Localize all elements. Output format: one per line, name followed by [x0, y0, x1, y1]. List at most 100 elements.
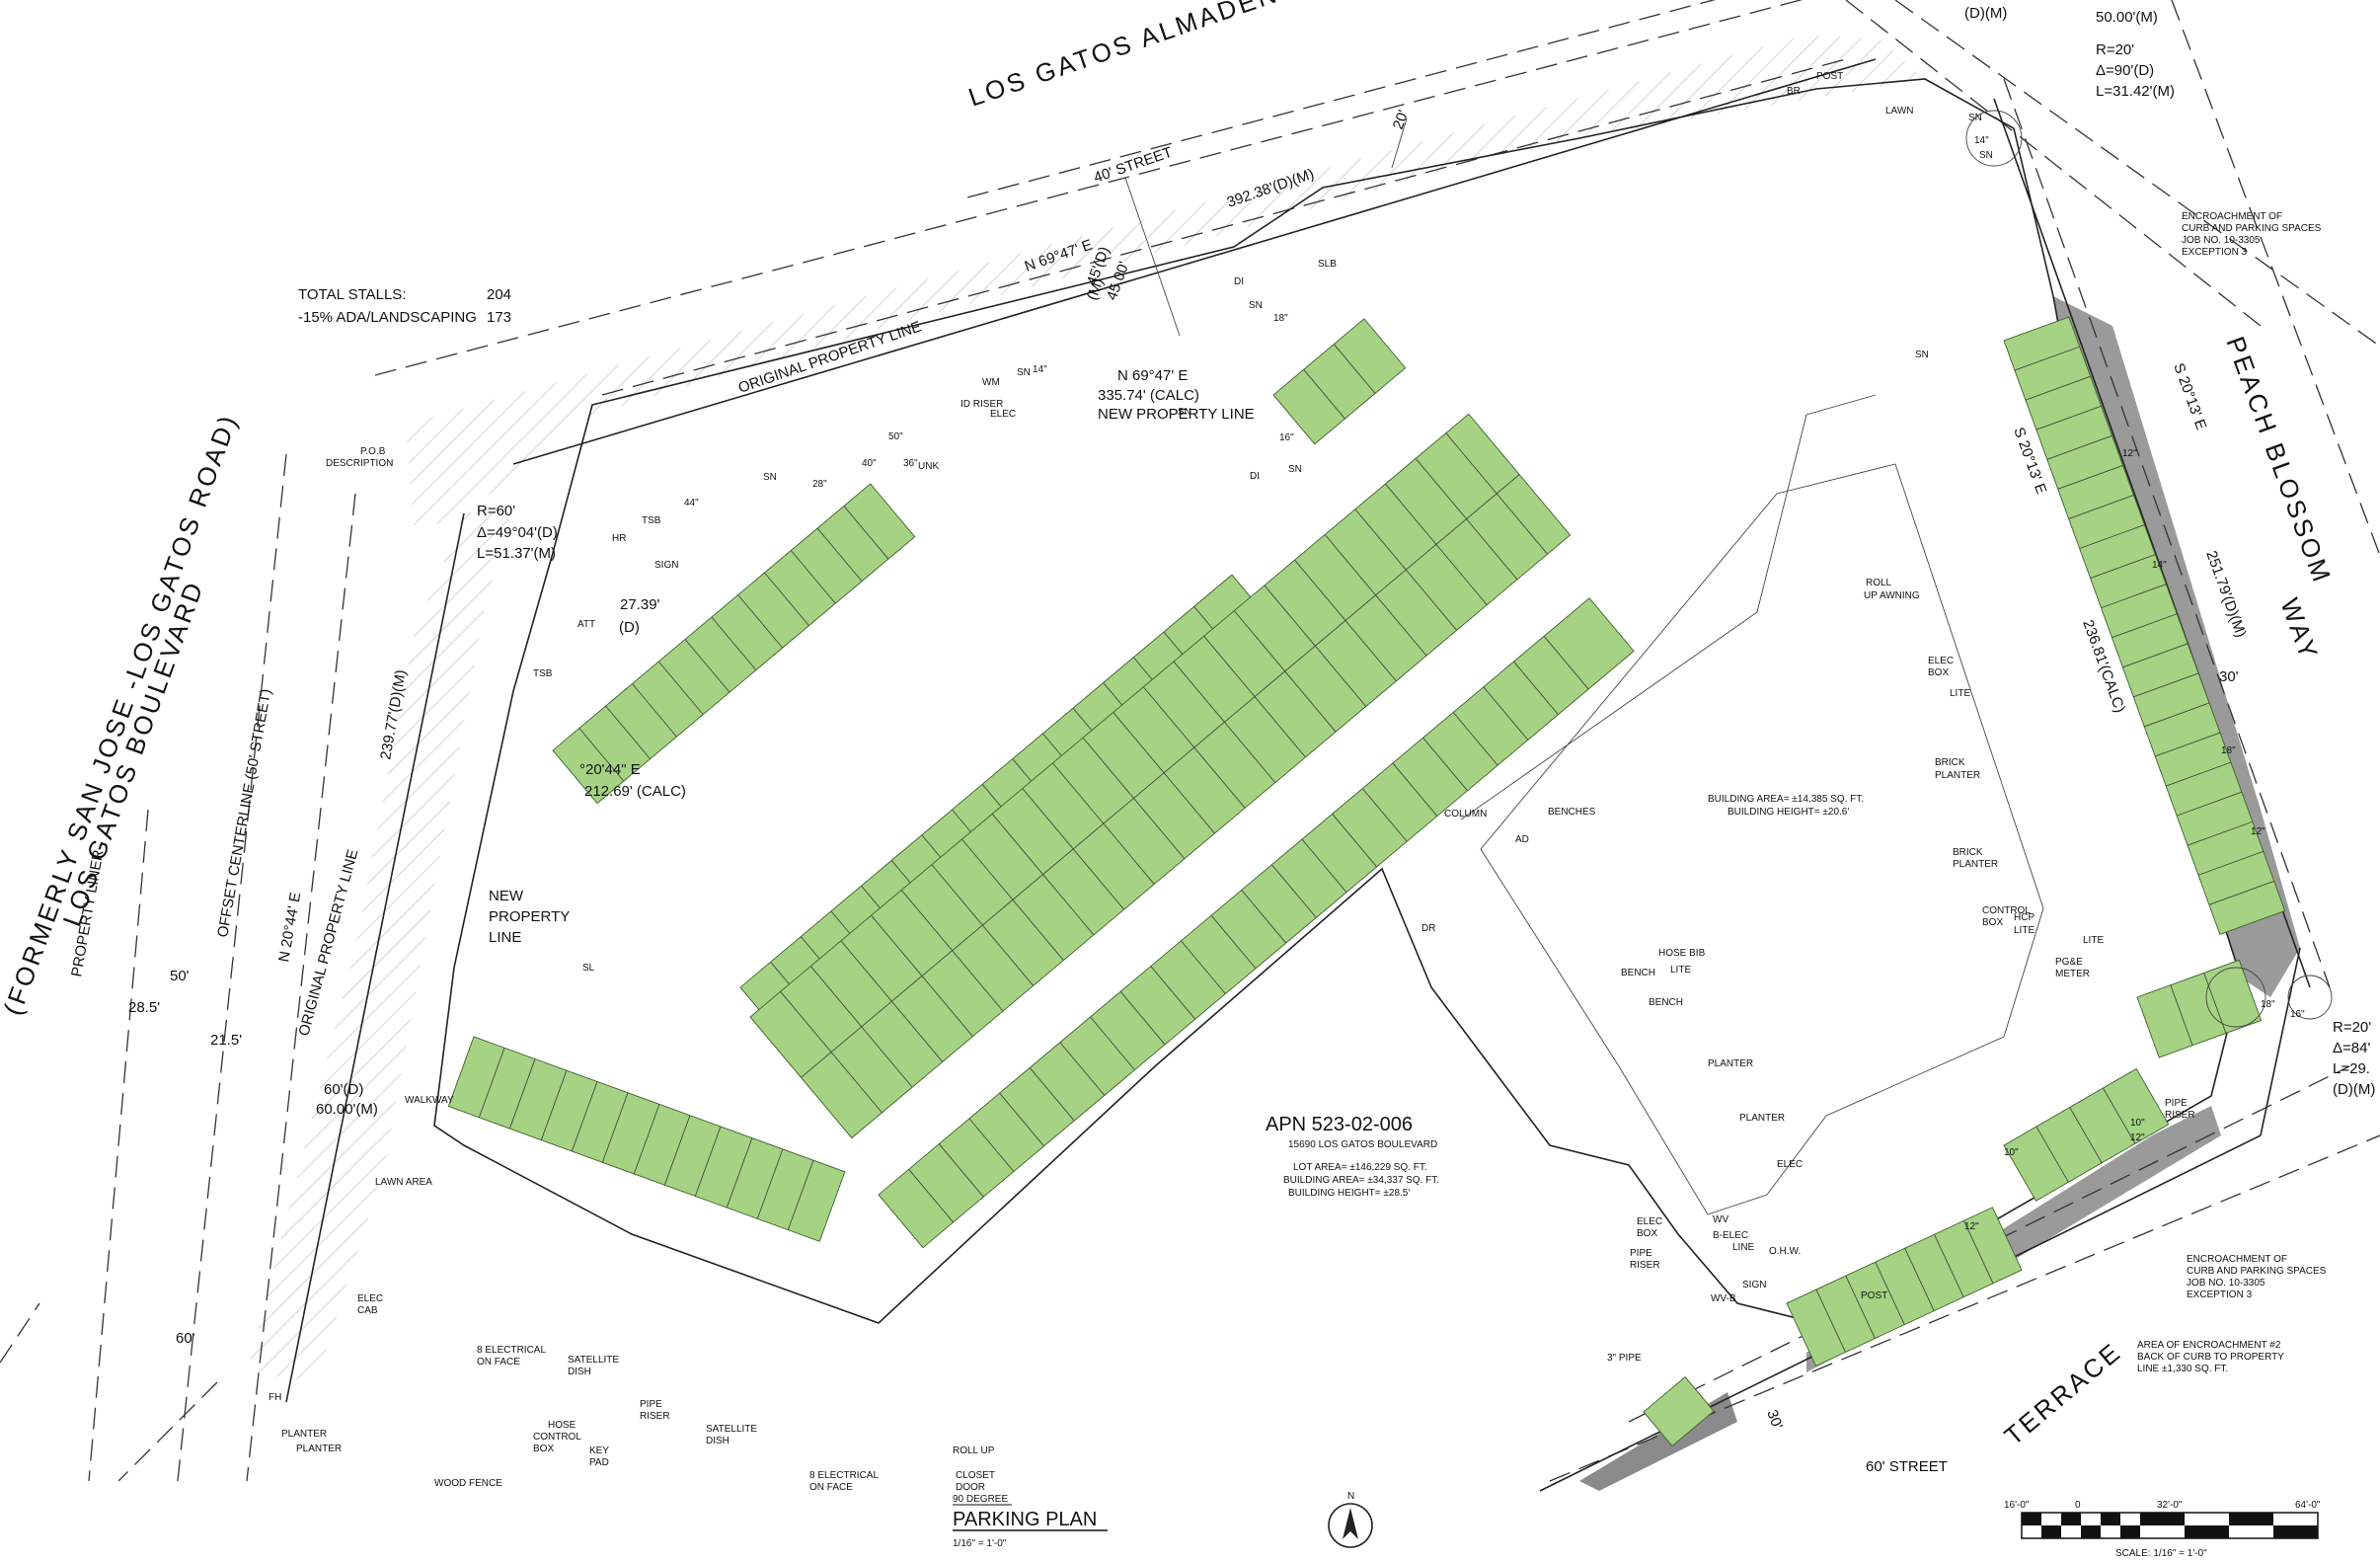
dim-20: 20': [1390, 108, 1413, 131]
street-lines: [0, 0, 2380, 1492]
street-west-2: (FORMERLY SAN JOSE -LOS GATOS ROAD): [0, 409, 244, 1019]
feature-label: SN: [1178, 407, 1191, 418]
feature-label: ELEC: [1777, 1159, 1803, 1170]
enc-top-3: JOB NO. 10-3305: [2182, 235, 2261, 246]
dim-ne-r: R=20': [2096, 41, 2134, 58]
feature-label: DI: [1234, 276, 1244, 287]
north-row-hatch: [405, 35, 1925, 533]
parking-lot-outline: [433, 78, 2242, 1324]
bldg2-height-label: BUILDING HEIGHT= ±20.6': [1727, 807, 1849, 818]
north-arrow-icon: [1328, 1503, 1373, 1548]
dim-new-line-3: NEW PROPERTY LINE: [1098, 406, 1255, 423]
stall-rows: [447, 316, 2286, 1447]
feature-label: ELEC: [1637, 1216, 1662, 1227]
feature-label: SN: [1288, 464, 1302, 475]
feature-label: WV-B: [1711, 1293, 1736, 1304]
feature-label: 12": [2130, 1132, 2145, 1143]
west-row-hatch: [247, 504, 513, 1382]
feature-label: 36": [903, 458, 918, 469]
encroachment-notes: ENCROACHMENT OF CURB AND PARKING SPACES …: [2137, 211, 2327, 1374]
feature-label: ON FACE: [477, 1357, 520, 1367]
dim-new-line-2: 335.74' (CALC): [1098, 387, 1199, 404]
feature-label: SATELLITE: [568, 1355, 619, 1366]
feature-label: 3" PIPE: [1607, 1353, 1642, 1364]
area-2: BACK OF CURB TO PROPERTY: [2137, 1352, 2284, 1363]
feature-label: CLOSET: [956, 1470, 995, 1481]
feature-label: O.H.W.: [1769, 1246, 1801, 1257]
feature-label: BR: [1787, 86, 1801, 97]
feature-label: HCP: [2014, 912, 2035, 923]
dim-curve-d: Δ=49°04'(D): [477, 524, 558, 541]
feature-label: SN: [1249, 300, 1263, 311]
dim-ne-l: L=31.42'(M): [2096, 83, 2175, 100]
feature-label: PIPE: [640, 1399, 662, 1410]
feature-label: 16": [1279, 432, 1294, 443]
title-main: PARKING PLAN: [953, 1509, 1097, 1530]
feature-label: DR: [1421, 923, 1435, 934]
feature-label: DISH: [568, 1367, 591, 1377]
feature-label: 10": [2004, 1147, 2019, 1158]
feature-label: 44": [684, 498, 699, 508]
feature-label: 14": [1974, 135, 1989, 146]
feature-label: BENCHES: [1548, 807, 1596, 818]
feature-label: BOX: [1637, 1228, 1657, 1239]
street-east-1: PEACH BLOSSOM: [2220, 333, 2338, 588]
scale-tick-0: 16'-0": [2004, 1500, 2030, 1511]
enc-top-1: ENCROACHMENT OF: [2182, 211, 2282, 222]
north-label: N: [1347, 1491, 1354, 1502]
street-east-2: WAY: [2274, 594, 2325, 665]
feature-label: DI: [1250, 471, 1260, 482]
dim-ne-d: Δ=90'(D): [2096, 62, 2154, 79]
dim-se-r: R=20': [2333, 1019, 2371, 1036]
title-block: 90 DEGREE PARKING PLAN 1/16" = 1'-0" N 1…: [953, 1491, 2321, 1559]
scale-label: SCALE: 1/16" = 1'-0": [2115, 1548, 2207, 1559]
feature-label: 8 ELECTRICAL: [477, 1345, 546, 1356]
feature-label: BENCH: [1621, 968, 1655, 978]
scale-tick-1: 0: [2075, 1500, 2081, 1511]
feature-label: HOSE BIB: [1658, 948, 1706, 959]
feature-label: AD: [1515, 834, 1529, 845]
feature-label: FH: [269, 1392, 281, 1403]
feature-label: WALKWAY: [405, 1095, 454, 1106]
dim-east-d1: 251.79'(D)(M): [2202, 549, 2249, 640]
feature-label: DOOR: [956, 1482, 985, 1493]
feature-label: SN: [1915, 350, 1929, 360]
feature-label: 16": [2290, 1009, 2305, 1020]
feature-label: PLANTER: [1935, 770, 1980, 781]
feature-label: 14": [1033, 364, 1047, 375]
feature-label: TSB: [533, 668, 553, 679]
feature-label: CONTROL: [533, 1432, 581, 1443]
feature-label: ROLL: [1866, 578, 1892, 588]
apn-label: APN 523-02-006: [1266, 1114, 1413, 1135]
dim-north-5: (M): [1084, 275, 1108, 302]
reduced-stalls-value: 173: [487, 309, 511, 326]
feature-label: DISH: [706, 1436, 729, 1446]
dim-se-d: Δ=84': [2333, 1040, 2370, 1056]
feature-label: BOX: [533, 1444, 554, 1454]
feature-label: SATELLITE: [706, 1424, 757, 1435]
dim-west-calc: 212.69' (CALC): [584, 783, 686, 800]
feature-label: 10": [2130, 1118, 2145, 1129]
dim-new-line-1: N 69°47' E: [1117, 367, 1188, 384]
feature-label: LITE: [2083, 935, 2104, 946]
enc-bot-3: JOB NO. 10-3305: [2187, 1278, 2265, 1289]
bldg2-area-label: BUILDING AREA= ±14,385 SQ. FT.: [1708, 794, 1864, 805]
street-west-1: LOS GATOS BOULEVARD: [56, 577, 209, 930]
feature-label: 18": [1273, 313, 1288, 324]
feature-label: SN: [1979, 150, 1993, 161]
feature-label: ROLL UP: [953, 1445, 995, 1456]
dim-ne-top1: (D)(M): [1964, 5, 2007, 22]
feature-label: LITE: [1670, 965, 1691, 976]
feature-label: HOSE: [548, 1420, 576, 1431]
feature-label: LAWN AREA: [375, 1177, 432, 1188]
tree-circles: [1965, 110, 2333, 1028]
street-north: LOS GATOS ALMADEN ROAD: [964, 0, 1373, 113]
dim-60m: 60.00'(M): [316, 1101, 378, 1118]
feature-label: PLANTER: [1708, 1058, 1753, 1069]
feature-label: ELEC: [357, 1293, 383, 1304]
feature-label: PLANTER: [281, 1429, 327, 1440]
feature-label: CONTROL: [1982, 905, 2031, 916]
stall-summary: TOTAL STALLS: 204 -15% ADA/LANDSCAPING 1…: [298, 286, 511, 326]
enc-top-4: EXCEPTION 3: [2182, 247, 2248, 258]
